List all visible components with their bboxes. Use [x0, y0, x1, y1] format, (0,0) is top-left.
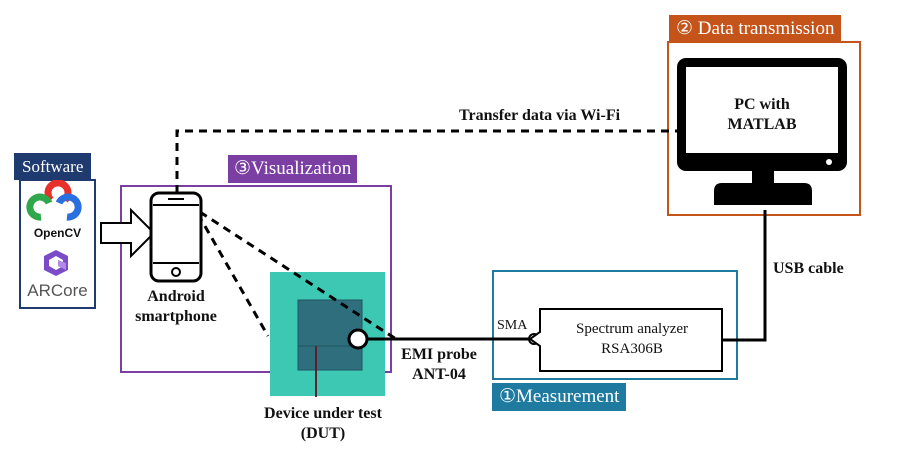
sma-label: SMA — [497, 318, 528, 333]
opencv-logo-icon — [26, 179, 82, 221]
arcore-logo-icon — [44, 250, 68, 276]
dut-label-line2: (DUT) — [300, 425, 346, 442]
emi-probe-label-line2: ANT-04 — [412, 366, 466, 383]
wifi-label: Transfer data via Wi-Fi — [459, 107, 621, 124]
spectrum-analyzer-shape — [528, 308, 723, 372]
measurement-title: ①Measurement — [492, 383, 627, 411]
view-line-lower — [196, 213, 270, 337]
opencv-label: OpenCV — [33, 226, 82, 240]
smartphone-icon — [149, 191, 203, 283]
dut-label-line1: Device under test — [264, 405, 382, 422]
input-arrow-icon — [100, 207, 156, 259]
view-line-upper — [199, 210, 397, 341]
usb-cable-line — [722, 210, 767, 342]
emi-probe-icon — [347, 328, 369, 350]
visualization-box — [120, 185, 392, 373]
dut-chip-bottom — [297, 345, 363, 371]
spectrum-analyzer-label-line2: RSA306B — [601, 341, 663, 357]
phone-label-line1: Android — [147, 288, 205, 305]
spectrum-analyzer-label-line1: Spectrum analyzer — [575, 321, 689, 337]
pc-label-line2: MATLAB — [727, 116, 797, 133]
arcore-label: ARCore — [27, 281, 88, 300]
wifi-link-line — [175, 129, 680, 193]
phone-label-line2: smartphone — [135, 308, 217, 325]
pc-label-line1: PC with — [734, 96, 790, 113]
monitor-icon — [677, 58, 847, 205]
software-title: Software — [14, 153, 92, 180]
data-transmission-title: ② Data transmission — [669, 15, 842, 43]
visualization-title: ③Visualization — [228, 155, 358, 183]
usb-cable-label: USB cable — [773, 260, 844, 277]
measurement-box — [492, 270, 738, 380]
emi-probe-label-line1: EMI probe — [401, 346, 477, 363]
